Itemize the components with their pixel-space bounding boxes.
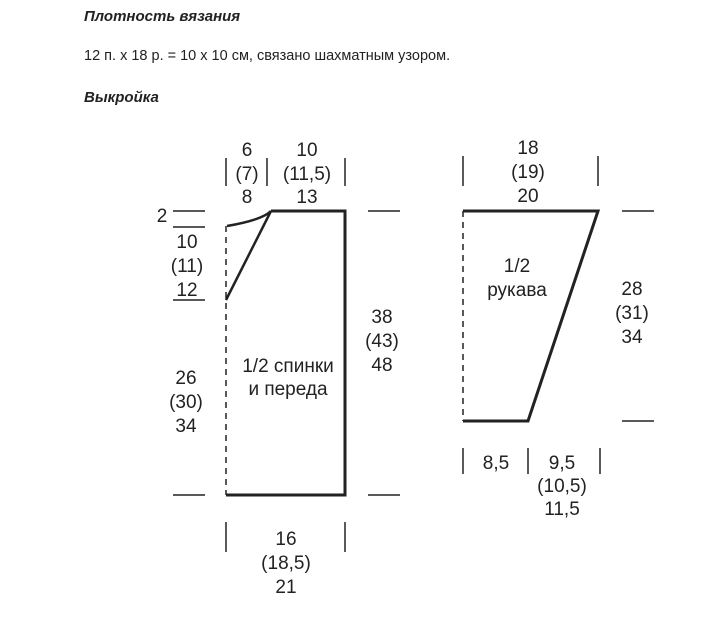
svg-text:8: 8 xyxy=(242,187,253,208)
svg-text:(18,5): (18,5) xyxy=(261,553,311,574)
svg-text:10: 10 xyxy=(296,140,317,161)
body-schematic: 1/2 спинки и переда 6 (7) 8 10 (11,5) 13… xyxy=(157,140,400,598)
density-heading: Плотность вязания xyxy=(84,8,241,25)
svg-text:(19): (19) xyxy=(511,162,545,183)
svg-text:18: 18 xyxy=(517,138,538,159)
pattern-heading: Выкройка xyxy=(84,89,159,106)
svg-text:(30): (30) xyxy=(169,392,203,413)
svg-text:(7): (7) xyxy=(235,164,258,185)
svg-text:20: 20 xyxy=(517,186,538,207)
body-armhole-depth: 10 (11) 12 xyxy=(171,232,203,301)
sleeve-label: 1/2 xyxy=(504,256,530,277)
body-bottom-width: 16 (18,5) 21 xyxy=(261,529,311,598)
body-armhole-line xyxy=(224,210,273,301)
body-shoulder-width: 10 (11,5) 13 xyxy=(283,140,331,208)
body-label: и переда xyxy=(248,379,328,400)
sleeve-slope-width: 9,5 (10,5) 11,5 xyxy=(537,453,587,520)
svg-text:6: 6 xyxy=(242,140,253,161)
svg-text:(31): (31) xyxy=(615,303,649,324)
sleeve-top-width: 18 (19) 20 xyxy=(511,138,545,207)
svg-text:9,5: 9,5 xyxy=(549,453,575,474)
sleeve-schematic: 1/2 рукава 18 (19) 20 28 (31) 34 8,5 9,5… xyxy=(462,138,654,520)
body-outline xyxy=(226,209,347,497)
svg-text:38: 38 xyxy=(371,307,392,328)
body-neck-depth: 2 xyxy=(157,206,168,227)
sleeve-height: 28 (31) 34 xyxy=(615,279,649,348)
svg-text:(11,5): (11,5) xyxy=(283,164,331,185)
svg-text:10: 10 xyxy=(176,232,197,253)
density-text: 12 п. х 18 р. = 10 х 10 см, связано шахм… xyxy=(84,48,451,64)
svg-text:16: 16 xyxy=(275,529,296,550)
sleeve-label: рукава xyxy=(487,280,547,301)
body-label: 1/2 спинки xyxy=(242,356,334,377)
svg-text:11,5: 11,5 xyxy=(544,499,580,520)
svg-text:13: 13 xyxy=(296,187,317,208)
svg-text:(11): (11) xyxy=(171,256,203,277)
svg-text:34: 34 xyxy=(621,327,643,348)
svg-text:28: 28 xyxy=(621,279,642,300)
body-total-height: 38 (43) 48 xyxy=(365,307,399,376)
svg-text:12: 12 xyxy=(176,280,197,301)
svg-text:(10,5): (10,5) xyxy=(537,476,587,497)
body-side-height: 26 (30) 34 xyxy=(169,368,203,437)
body-neck-width: 6 (7) 8 xyxy=(235,140,258,208)
sleeve-cuff-width: 8,5 xyxy=(483,453,509,474)
sleeve-outline xyxy=(463,209,601,423)
svg-text:(43): (43) xyxy=(365,331,399,352)
svg-text:48: 48 xyxy=(371,355,392,376)
svg-text:26: 26 xyxy=(175,368,196,389)
svg-text:34: 34 xyxy=(175,416,197,437)
svg-text:21: 21 xyxy=(275,577,296,598)
